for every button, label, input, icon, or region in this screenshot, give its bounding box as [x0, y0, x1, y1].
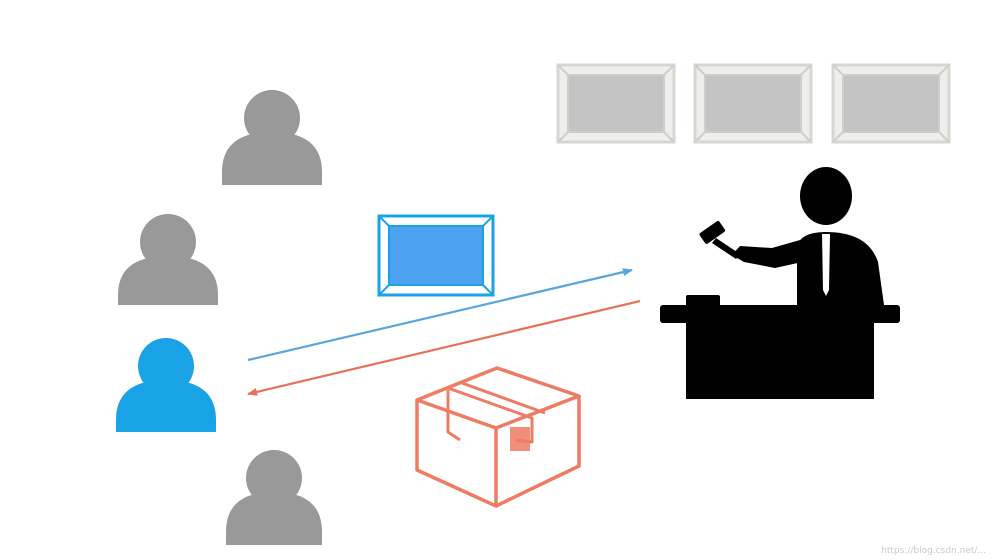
lot-3 [831, 63, 951, 144]
person-icon [226, 450, 322, 545]
person-icon [118, 214, 218, 305]
bidder-3 [116, 338, 216, 432]
bid-card-icon [377, 214, 495, 297]
person-icon [222, 90, 322, 185]
lot-1 [556, 63, 676, 144]
watermark-text: https://blog.csdn.net/... [881, 546, 986, 556]
bidder-1 [222, 90, 322, 185]
bid-arrow [247, 268, 633, 362]
framed-lot-icon [693, 63, 813, 144]
person-icon [116, 338, 216, 432]
bidder-2 [118, 214, 218, 305]
lot-2 [693, 63, 813, 144]
auctioneer-with-gavel-icon [660, 167, 900, 399]
framed-lot-icon [831, 63, 951, 144]
package-box-icon [415, 366, 581, 508]
framed-lot-icon [556, 63, 676, 144]
item-arrow [247, 299, 641, 396]
bidder-4 [226, 450, 322, 545]
